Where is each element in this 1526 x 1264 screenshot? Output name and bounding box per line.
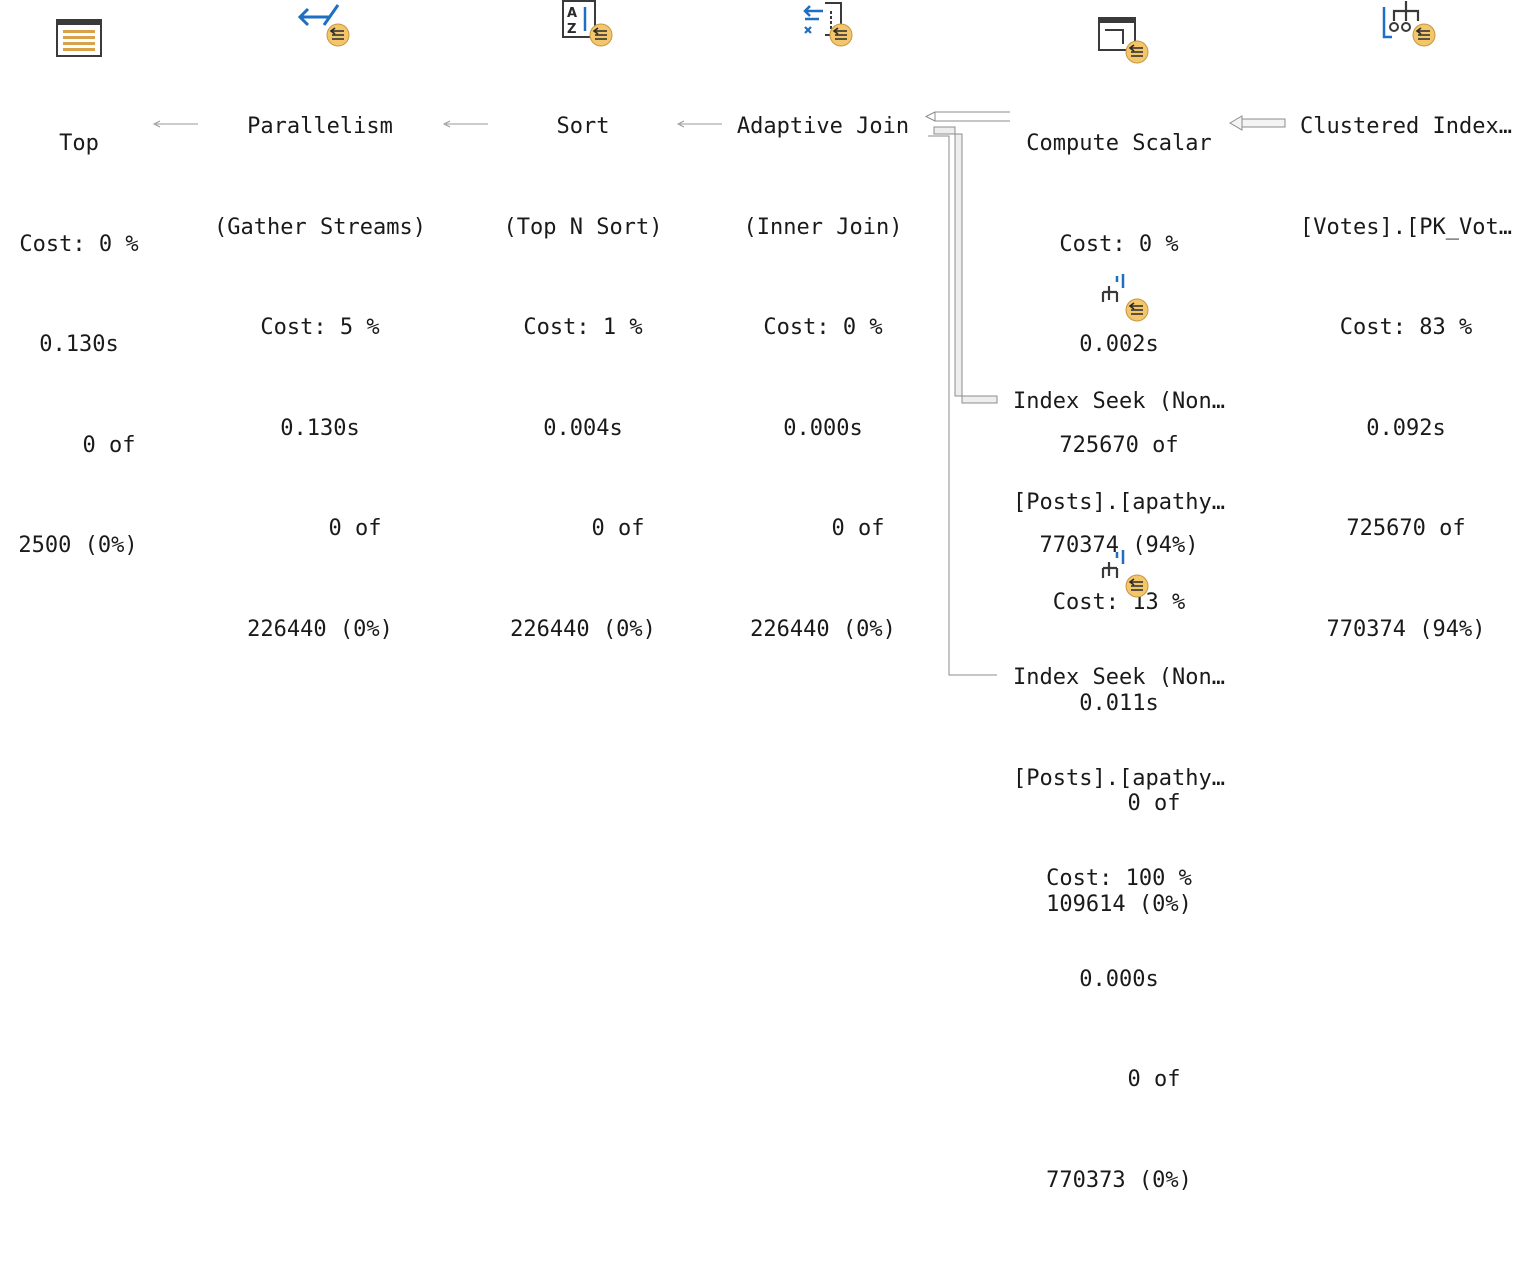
parallel-badge-icon (589, 23, 613, 47)
clustered-index-scan-icon (1380, 0, 1436, 47)
operator-cost: Cost: 100 % (1046, 866, 1192, 891)
operator-title: Clustered Index… (1300, 114, 1512, 139)
sort-operator-icon: A Z (557, 0, 613, 47)
operator-time: 0.011s (1079, 690, 1159, 716)
parallel-badge-icon (829, 23, 853, 47)
operator-subtitle: [Votes].[PK_Vot… (1300, 214, 1512, 240)
parallelism-operator-icon (294, 0, 350, 47)
operator-rows-estimated: 770374 (94%) (1039, 533, 1199, 558)
operator-adaptive-join[interactable]: Adaptive Join (Inner Join) Cost: 0 % 0.0… (722, 0, 924, 713)
operator-title: Index Seek (Non… (1013, 665, 1225, 690)
parallel-badge-icon (1125, 40, 1149, 64)
operator-parallelism[interactable]: Parallelism (Gather Streams) Cost: 5 % 0… (200, 0, 440, 713)
arrow-compute-to-join (924, 111, 1010, 122)
operator-time: 0.000s (783, 415, 863, 441)
operator-cost: Cost: 0 % (1059, 231, 1179, 257)
operator-time: 0.130s (280, 415, 360, 441)
operator-subtitle: [Posts].[apathy… (1013, 765, 1225, 791)
operator-subtitle: (Inner Join) (743, 214, 903, 240)
arrow-seek2-to-join (928, 135, 997, 676)
operator-subtitle: (Top N Sort) (503, 214, 663, 240)
operator-time: 0.002s (1079, 332, 1159, 357)
arrow-clustered-to-compute (1229, 115, 1286, 131)
operator-subtitle: (Gather Streams) (214, 214, 426, 240)
svg-text:A: A (567, 6, 577, 21)
parallel-badge-icon (1125, 574, 1149, 598)
operator-rows-actual: 0 of (591, 516, 645, 541)
operator-subtitle: [Posts].[apathy… (1013, 489, 1225, 515)
operator-cost: Cost: 0 % (763, 315, 883, 340)
arrow-join-to-sort (676, 120, 722, 128)
operator-time: 0.000s (1079, 966, 1159, 992)
operator-title: Adaptive Join (736, 114, 910, 139)
operator-rows-actual: 0 of (831, 516, 885, 541)
parallel-badge-icon (326, 23, 350, 47)
operator-rows-estimated: 770374 (94%) (1326, 616, 1486, 642)
operator-rows-estimated: 2500 (0%) (18, 533, 138, 558)
plan-connectors (152, 111, 1286, 676)
compute-scalar-operator-icon (1093, 14, 1149, 64)
parallel-badge-icon (1412, 23, 1436, 47)
operator-title: Parallelism (247, 114, 393, 139)
operator-rows-estimated: 770373 (0%) (1046, 1167, 1192, 1193)
svg-text:Z: Z (567, 22, 576, 37)
operator-index-seek-2[interactable]: Index Seek (Non… [Posts].[apathy… Cost: … (1000, 548, 1238, 1264)
arrow-sort-to-parallelism (442, 120, 488, 128)
operator-cost: Cost: 1 % (523, 315, 643, 340)
operator-title: Compute Scalar (1026, 131, 1212, 156)
operator-cost: Cost: 83 % (1339, 315, 1473, 340)
arrow-parallelism-to-top (152, 120, 198, 128)
operator-rows-actual: 725670 of (1346, 516, 1466, 541)
operator-cost: Cost: 5 % (260, 315, 380, 340)
operator-time: 0.004s (543, 415, 623, 441)
index-seek-operator-icon (1093, 548, 1149, 598)
operator-sort[interactable]: A Z Sort (Top N Sort) Cost: 1 % 0.004s 0… (490, 0, 676, 713)
index-seek-operator-icon (1093, 272, 1149, 322)
operator-title: Top (59, 131, 99, 156)
operator-rows-estimated: 226440 (0%) (247, 616, 393, 642)
arrow-seek1-to-join (933, 126, 998, 404)
operator-title: Index Seek (Non… (1013, 389, 1225, 414)
operator-rows-actual: 0 of (82, 432, 136, 458)
operator-rows-actual: 0 of (328, 516, 382, 541)
operator-rows-actual: 725670 of (1059, 432, 1179, 458)
operator-title: Sort (556, 114, 610, 139)
operator-cost: Cost: 0 % (19, 231, 139, 257)
operator-time: 0.130s (39, 332, 119, 357)
operator-rows-actual: 0 of (1127, 1067, 1181, 1092)
parallel-badge-icon (1125, 298, 1149, 322)
operator-time: 0.092s (1366, 415, 1446, 441)
operator-index-seek-1[interactable]: Index Seek (Non… [Posts].[apathy… Cost: … (1000, 272, 1238, 988)
adaptive-join-operator-icon (797, 0, 853, 47)
operator-compute-scalar[interactable]: Compute Scalar Cost: 0 % 0.002s 725670 o… (1012, 14, 1226, 630)
operator-cost: Cost: 13 % (1052, 590, 1186, 615)
operator-rows-estimated: 226440 (0%) (510, 616, 656, 642)
operator-top[interactable]: Top Cost: 0 % 0.130s 0 of 2500 (0%) (0, 14, 158, 630)
top-operator-icon (53, 14, 105, 60)
operator-rows-estimated: 226440 (0%) (750, 616, 896, 642)
operator-clustered-index-scan[interactable]: Clustered Index… [Votes].[PK_Vot… Cost: … (1286, 0, 1526, 713)
